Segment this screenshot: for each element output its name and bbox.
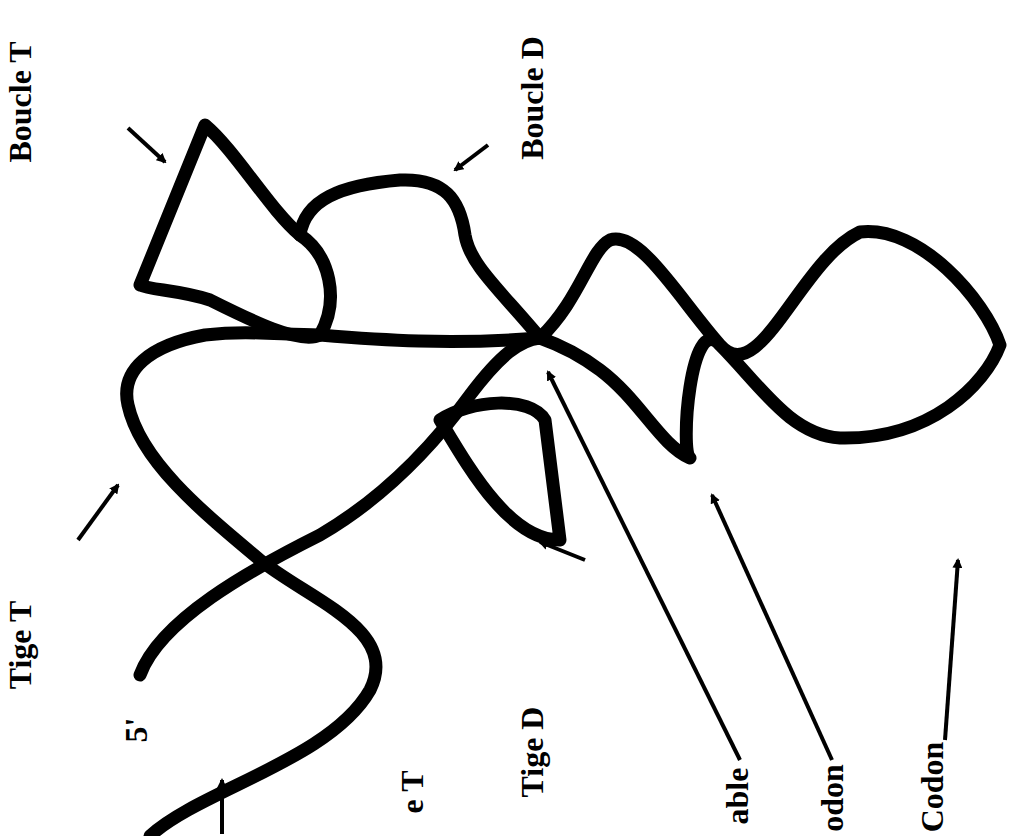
ribbon-strand — [440, 403, 560, 540]
leader-arrow — [945, 560, 958, 740]
leader-arrow — [540, 542, 585, 560]
ribbon-strand — [140, 338, 540, 675]
part-name: Codon — [916, 741, 948, 832]
leader-arrow — [548, 372, 740, 760]
part-name: Boucle D — [516, 36, 548, 160]
leader-arrow — [455, 145, 488, 170]
ribbon-strand — [127, 333, 376, 836]
leader-arrow — [712, 495, 832, 760]
part-name: Tige D — [516, 707, 548, 798]
ribbon-strand — [540, 232, 1000, 458]
part-name: odon — [816, 764, 848, 832]
part-name: Boucle T — [4, 41, 36, 162]
end-marker: 5' — [120, 718, 152, 743]
ribbon-strand — [320, 335, 540, 341]
ribbon-strand — [300, 180, 540, 338]
leader-arrow — [220, 780, 224, 834]
leader-arrow — [128, 128, 165, 162]
leader-arrow — [78, 485, 118, 540]
part-name: e T — [396, 771, 428, 814]
part-name: Tige T — [4, 601, 36, 690]
part-name: able — [721, 768, 753, 825]
